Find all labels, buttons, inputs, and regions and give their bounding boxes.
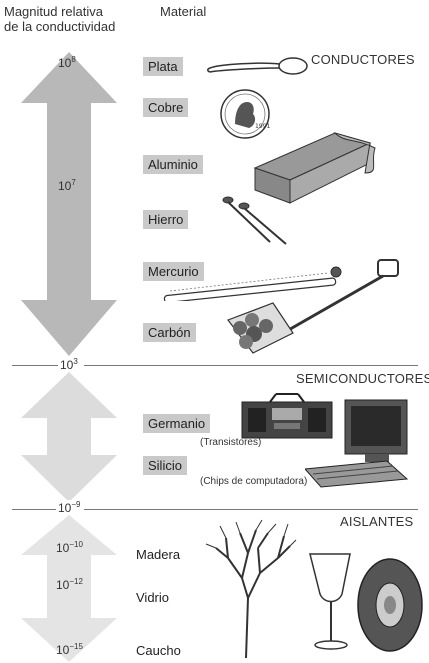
material-vidrio: Vidrio [136,590,170,605]
boombox-icon [241,393,333,439]
note-chips: (Chips de computadora) [200,476,308,487]
material-carbon: Carbón [143,323,196,342]
spoon-icon [207,57,308,75]
material-plata: Plata [143,57,183,76]
insulators-arrow-shape [21,515,117,662]
tick-10-7: 107 [58,178,76,193]
conductivity-header-line2: de la conductividad [4,19,116,34]
material-germanio: Germanio [143,414,211,433]
material-caucho: Caucho [136,643,181,658]
shovel-coal-icon [227,259,399,354]
tick-10-minus-12: 10−12 [56,577,83,592]
divider-conductors-semiconductors-right [84,365,418,366]
conductors-arrow-shape [21,52,117,356]
wine-glass-icon [309,553,351,650]
section-insulators: AISLANTES [340,514,414,529]
aluminum-foil-box-icon [253,131,376,204]
conductivity-column-header: Magnitud relativa de la conductividad [4,4,115,34]
divider-conductors-semiconductors-left [12,365,58,366]
thermometer-icon [163,266,342,301]
tick-10-minus-9: 10−9 [56,500,83,515]
divider-semiconductors-insulators-left [12,509,58,510]
tick-10-3: 103 [58,357,80,372]
conductivity-header-line1: Magnitud relativa [4,4,103,19]
tire-icon [357,558,423,652]
tick-10-minus-15: 10−15 [56,642,83,657]
material-hierro: Hierro [143,210,189,229]
material-cobre: Cobre [143,98,189,117]
semiconductors-arrow-shape [21,372,117,502]
penny-coin-icon: 1991 [220,89,270,139]
nails-icon [222,196,287,245]
note-transistores: (Transistores) [200,437,262,448]
svg-text:1991: 1991 [255,123,270,130]
material-column-header: Material [160,4,207,19]
tick-10-8: 108 [58,55,76,70]
material-aluminio: Aluminio [143,155,203,174]
divider-semiconductors-insulators-right [84,509,418,510]
material-mercurio: Mercurio [143,262,204,281]
section-semiconductors: SEMICONDUCTORES [296,371,429,386]
section-conductors: CONDUCTORES [311,52,415,67]
material-madera: Madera [136,547,181,562]
computer-icon [305,399,409,488]
material-silicio: Silicio [143,456,187,475]
tree-icon [205,519,297,658]
tick-10-minus-10: 10−10 [56,540,83,555]
